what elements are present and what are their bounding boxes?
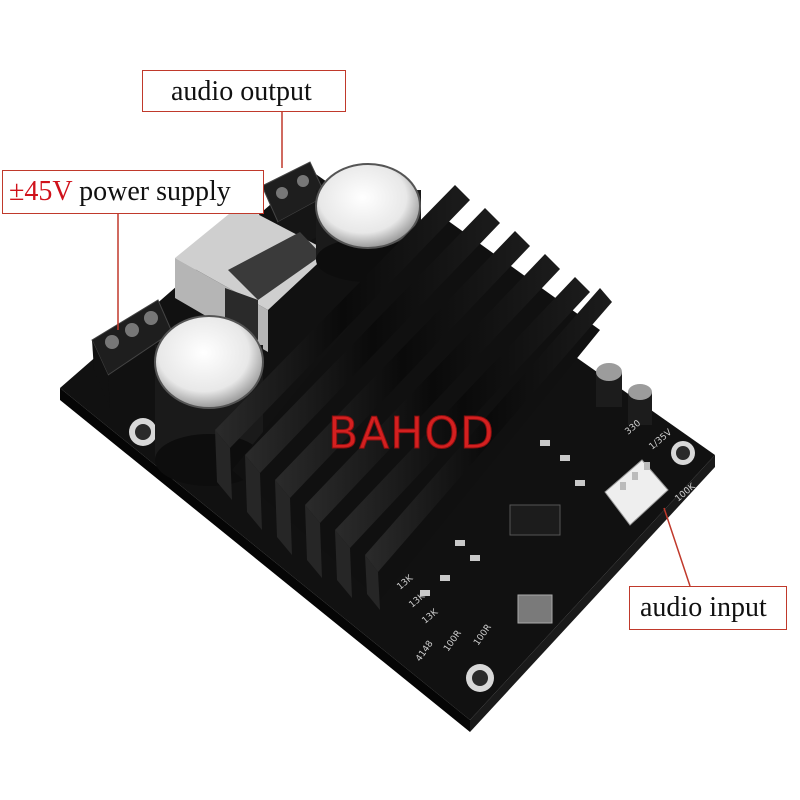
audio-input-text: audio input xyxy=(640,592,767,623)
voltage-text: ±45V xyxy=(9,176,73,207)
capacitor-small xyxy=(596,363,652,425)
leader-line-input xyxy=(663,507,691,587)
power-supply-text: power supply xyxy=(79,176,231,207)
audio-input-label: audio input xyxy=(629,586,787,630)
mounting-hole xyxy=(129,418,695,692)
power-terminal-block xyxy=(91,299,173,408)
brand-watermark: BAHOD xyxy=(328,408,495,459)
smd-components xyxy=(420,440,585,624)
power-supply-label: ±45V power supply xyxy=(2,170,264,214)
audio-output-label: audio output xyxy=(142,70,346,112)
heatsink xyxy=(215,185,612,610)
callout-leader-lines xyxy=(117,112,691,587)
input-connector xyxy=(604,459,669,526)
capacitor-large xyxy=(315,163,421,282)
audio-output-text: audio output xyxy=(171,76,312,107)
